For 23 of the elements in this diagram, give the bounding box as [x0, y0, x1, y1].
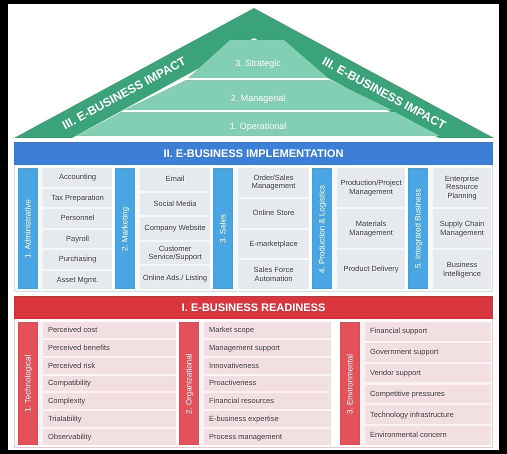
- category-bar: 2. Organizational: [179, 322, 199, 445]
- category-column: [115, 168, 210, 289]
- section-header: I. E-BUSINESS READINESS: [14, 296, 493, 319]
- layer-label: 3. Strategic: [235, 58, 281, 68]
- category-bar: 1. Administrative: [18, 168, 38, 289]
- category-bar: 4. Production & Logistics: [312, 168, 332, 289]
- category-column: [18, 168, 112, 289]
- category-bar: 3. Sales: [213, 168, 233, 289]
- layer-label: 1. Operational: [230, 121, 286, 132]
- category-bar: 1. Technological: [18, 322, 38, 445]
- section-header: II. E-BUSINESS IMPLEMENTATION: [14, 142, 493, 165]
- category-column: [408, 168, 491, 289]
- section-panel: [14, 296, 493, 448]
- category-bar: 3. Environmental: [340, 322, 360, 445]
- section-panel: [14, 142, 493, 292]
- category-column: [18, 322, 176, 445]
- category-bar: 2. Marketing: [115, 168, 135, 289]
- layer-label: 2. Managerial: [230, 93, 286, 103]
- category-column: [312, 168, 405, 289]
- category-column: [179, 322, 331, 445]
- category-bar: 5. Integrated Business: [408, 168, 428, 289]
- category-column: [340, 322, 491, 445]
- category-column: [213, 168, 309, 289]
